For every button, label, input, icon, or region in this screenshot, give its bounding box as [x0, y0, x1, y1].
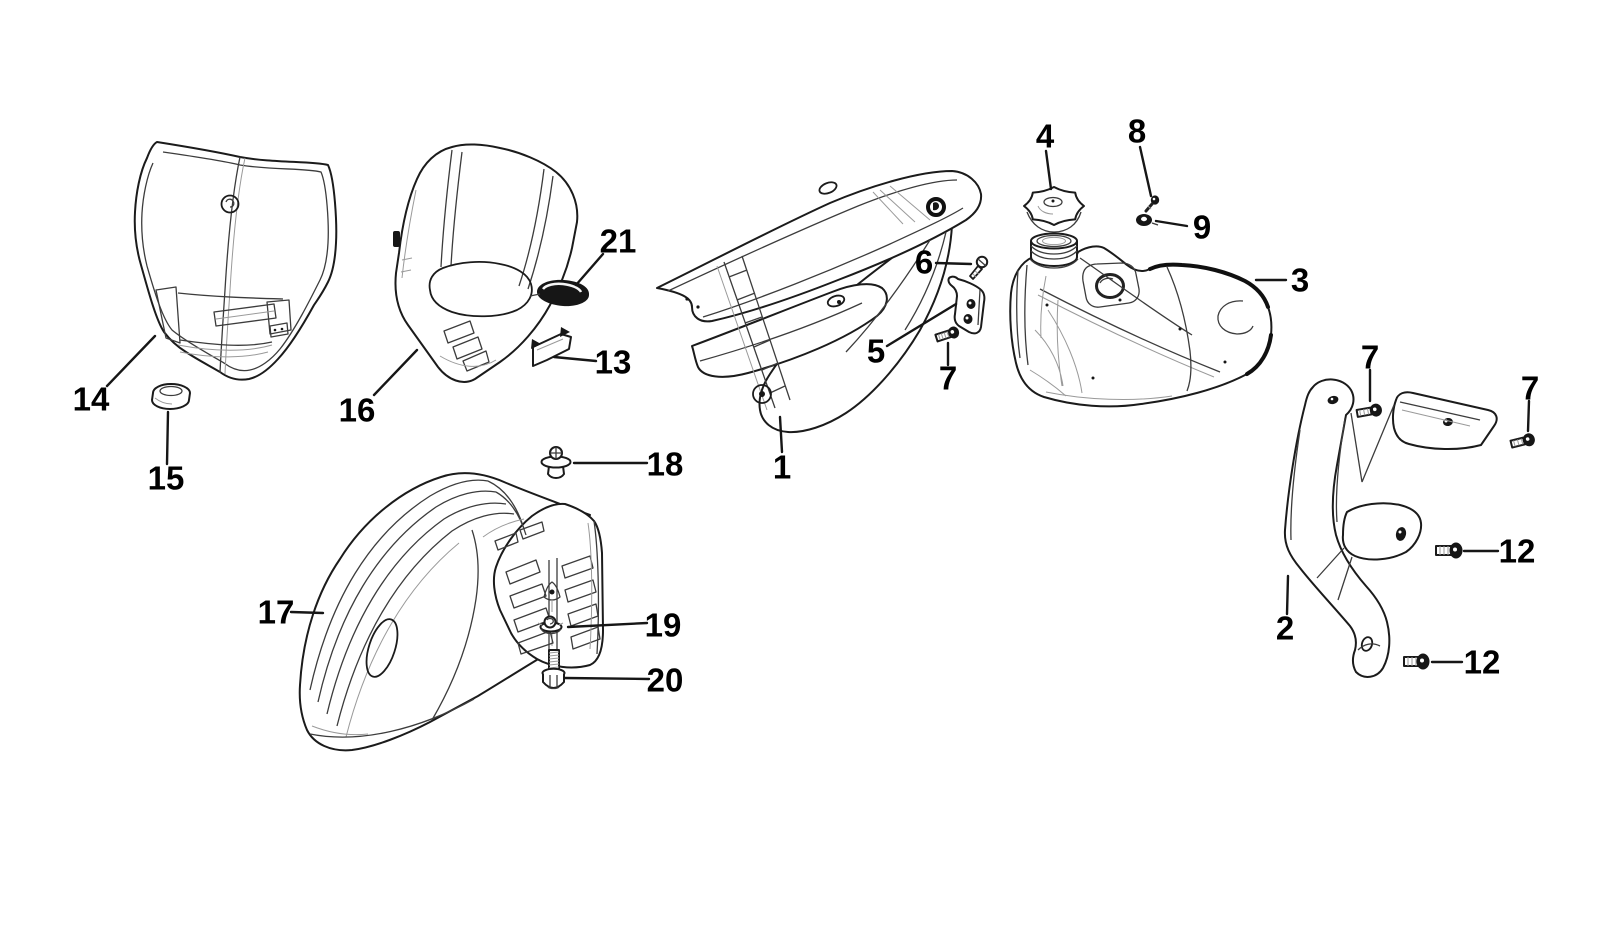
callout-label-2-shroud-bracket-right: 2: [1276, 610, 1294, 647]
part-headlight-rubber-band: [529, 279, 590, 307]
callout-label-16-headlight-mask: 16: [339, 392, 376, 429]
callout-leader-shroud-screw: [934, 261, 973, 266]
part-fender-bolt: [541, 649, 566, 690]
callout-label-20-fender-bolt: 20: [647, 662, 684, 699]
callout-label-8-vent-screw: 8: [1128, 113, 1146, 150]
part-vent-screw: [1144, 195, 1160, 213]
callout-leader-headlight-mask: [372, 348, 419, 397]
callout-leader-headlight-bracket: [552, 355, 598, 363]
callout-label-7-socket-bolt: 7: [1521, 370, 1539, 407]
callout-leader-tank-front-bracket: [885, 302, 958, 348]
part-fender-washer: [537, 615, 564, 635]
part-headlight-mask: [393, 143, 579, 383]
part-socket-bolt-right: [1509, 433, 1535, 449]
callout-label-4-fuel-cap: 4: [1036, 118, 1055, 155]
callout-label-15-number-plate-grommet: 15: [148, 460, 185, 497]
callout-leader-number-plate-grommet: [165, 410, 170, 466]
callout-leader-socket-bolt: [1526, 399, 1531, 433]
part-socket-bolt-mid: [1355, 403, 1382, 418]
callout-leader-front-fender: [289, 610, 325, 615]
part-front-fender: [298, 472, 604, 752]
callout-leader-fender-washer: [566, 621, 649, 629]
callout-label-17-front-fender: 17: [258, 594, 295, 631]
callout-label-12-flange-bolt: 12: [1499, 533, 1536, 570]
part-flange-bolt-upper: [1435, 542, 1463, 559]
callout-label-13-headlight-bracket: 13: [595, 344, 632, 381]
part-fuel-tank: [1009, 232, 1273, 408]
callout-leader-vent-screw: [1138, 145, 1153, 198]
part-flange-bolt-lower: [1403, 653, 1430, 670]
callout-leader-radiator-shroud-left: [778, 415, 784, 454]
callout-label-14-front-number-plate: 14: [73, 381, 110, 418]
callout-label-7-socket-bolt: 7: [939, 360, 957, 397]
callout-label-6-shroud-screw: 6: [915, 244, 933, 281]
part-headlight-bracket: [531, 327, 572, 367]
part-shroud-bracket-right: [1283, 378, 1498, 678]
part-fuel-cap: [1023, 186, 1085, 233]
callout-leader-vent-grommet: [1154, 219, 1189, 228]
callout-label-9-vent-grommet: 9: [1193, 209, 1211, 246]
callout-label-1-radiator-shroud-left: 1: [773, 449, 791, 486]
callout-leader-headlight-rubber-band: [574, 252, 605, 287]
callout-label-19-fender-washer: 19: [645, 607, 682, 644]
part-number-plate-grommet: [151, 383, 191, 410]
callout-label-18-fender-grommet: 18: [647, 446, 684, 483]
callout-leader-fender-bolt: [563, 676, 651, 681]
callout-label-7-socket-bolt: 7: [1361, 339, 1379, 376]
callout-leader-front-number-plate: [105, 334, 157, 388]
callout-label-21-headlight-rubber-band: 21: [600, 223, 637, 260]
part-fender-grommet: [540, 446, 572, 479]
part-vent-grommet: [1136, 214, 1159, 226]
callout-leader-shroud-bracket-right: [1285, 574, 1290, 616]
part-shroud-screw: [969, 255, 989, 280]
part-tank-front-bracket: [947, 275, 986, 335]
part-socket-bolt-left: [934, 326, 960, 343]
callout-leader-fuel-cap: [1044, 149, 1053, 191]
part-front-number-plate: [133, 141, 338, 381]
part-radiator-shroud-left: [656, 170, 983, 434]
callout-label-3-fuel-tank: 3: [1291, 262, 1309, 299]
callout-label-5-tank-front-bracket: 5: [867, 333, 885, 370]
callout-label-12-flange-bolt: 12: [1464, 644, 1501, 681]
